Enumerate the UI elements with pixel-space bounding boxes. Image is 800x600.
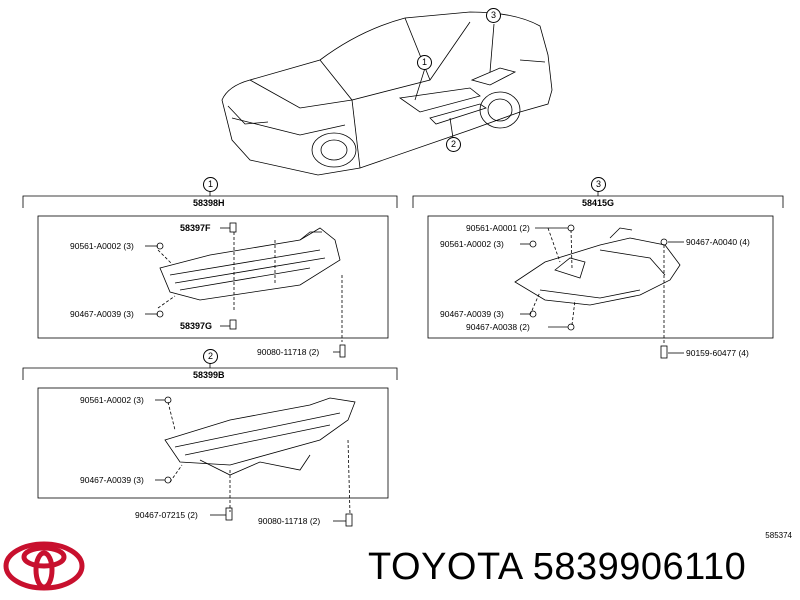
group2-part-90561: 90561-A0002 (3) (80, 395, 144, 405)
group2-part-art (155, 396, 356, 527)
group2-part-90467-07215: 90467-07215 (2) (135, 510, 198, 520)
group3-part-90159: 90159-60477 (4) (686, 348, 749, 358)
group1-part-90561: 90561-A0002 (3) (70, 241, 134, 251)
group3-part-90561-a0002: 90561-A0002 (3) (440, 239, 504, 249)
group3-part-art (514, 224, 684, 359)
brand-part-number: TOYOTA 5839906110 (368, 546, 746, 589)
part-number: 5839906110 (532, 546, 747, 588)
car-callout-3: 3 (486, 8, 501, 23)
group1-assembly: 58398H (193, 198, 225, 208)
group3-part-90467-a0038: 90467-A0038 (2) (466, 322, 530, 332)
toyota-logo-icon (3, 541, 85, 591)
brand-name: TOYOTA (368, 546, 522, 588)
group1-callout: 1 (203, 177, 218, 192)
group1-part-art (145, 222, 346, 358)
group3-part-90561-a0001: 90561-A0001 (2) (466, 223, 530, 233)
car-callout-2: 2 (446, 137, 461, 152)
group1-part-90467: 90467-A0039 (3) (70, 309, 134, 319)
group1-part-58397f: 58397F (180, 223, 211, 233)
group3-part-90467-a0040: 90467-A0040 (4) (686, 237, 750, 247)
group1-part-58397g: 58397G (180, 321, 213, 331)
group3-callout: 3 (591, 177, 606, 192)
car-illustration (221, 11, 553, 176)
group3-assembly: 58415G (582, 198, 615, 208)
group2-callout: 2 (203, 349, 218, 364)
catalog-code: 585374 (765, 531, 792, 540)
group3-part-90467-a0039: 90467-A0039 (3) (440, 309, 504, 319)
group2-part-90467-a0039: 90467-A0039 (3) (80, 475, 144, 485)
group1-part-90080: 90080-11718 (2) (257, 347, 320, 357)
group2-assembly: 58399B (193, 370, 225, 380)
group2-part-90080: 90080-11718 (2) (258, 516, 321, 526)
car-callout-1: 1 (417, 55, 432, 70)
